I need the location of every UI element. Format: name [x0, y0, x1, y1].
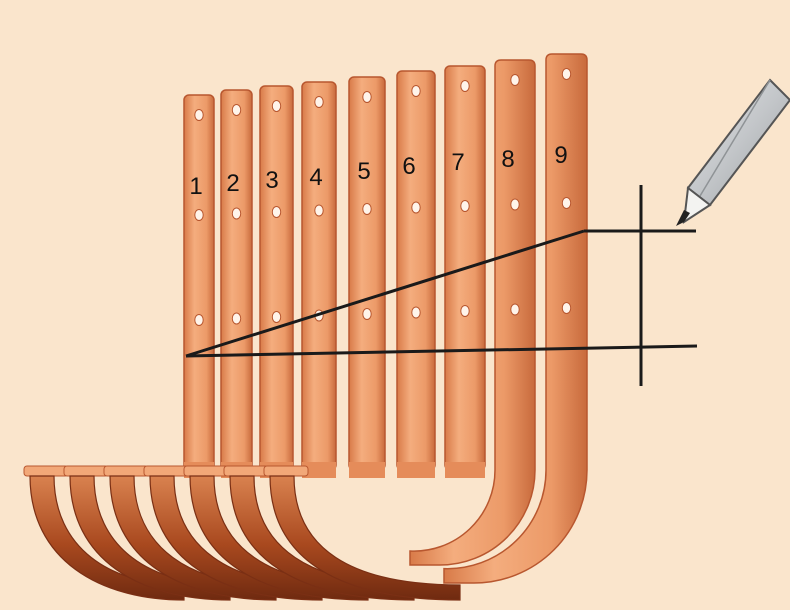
- curl-tab: [143, 465, 189, 477]
- mounting-hole: [194, 109, 204, 121]
- mounting-hole: [561, 302, 572, 314]
- mounting-hole: [362, 203, 372, 215]
- bracket-strip-2: [220, 89, 253, 471]
- mounting-hole: [561, 197, 572, 209]
- mounting-hole: [510, 74, 520, 86]
- mounting-hole: [231, 207, 242, 220]
- mounting-hole: [510, 198, 520, 211]
- bracket-strip-9: [443, 53, 588, 584]
- mounting-hole: [362, 308, 372, 320]
- slope-line: [185, 229, 585, 358]
- curl-tab: [103, 465, 149, 477]
- curl-joint: [445, 462, 485, 478]
- curl-tab: [63, 465, 109, 477]
- mounting-hole: [314, 204, 324, 217]
- marking-lines: [185, 185, 698, 386]
- mounting-hole: [460, 80, 470, 92]
- curl-joint: [302, 462, 336, 478]
- mounting-hole: [271, 100, 282, 112]
- bracket-number-2: 2: [226, 170, 239, 197]
- mounting-hole: [411, 85, 421, 97]
- mounting-hole: [362, 91, 372, 103]
- base-line: [185, 344, 698, 358]
- bracket-number-4: 4: [309, 164, 322, 191]
- mounting-hole: [194, 209, 204, 221]
- mounting-hole: [231, 104, 242, 116]
- curl-joint: [349, 462, 385, 478]
- mounting-hole: [271, 311, 282, 323]
- mounting-hole: [271, 206, 282, 218]
- curl-tab: [23, 465, 69, 477]
- bracket-number-8: 8: [501, 146, 514, 173]
- mounting-hole: [314, 96, 324, 108]
- mounting-hole: [510, 303, 520, 316]
- curl-joint: [397, 462, 435, 478]
- mounting-hole: [194, 314, 204, 326]
- curl-tab: [223, 465, 269, 477]
- mounting-hole: [460, 200, 470, 212]
- bracket-curls: [23, 462, 485, 601]
- bracket-strips: [183, 65, 486, 471]
- mounting-hole: [411, 306, 421, 319]
- mounting-hole: [411, 201, 421, 214]
- bracket-strip-6: [396, 70, 436, 471]
- bracket-number-6: 6: [402, 153, 415, 180]
- mounting-hole: [460, 305, 470, 317]
- mounting-hole: [231, 312, 242, 325]
- bracket-number-5: 5: [357, 158, 370, 185]
- bracket-strip-3: [259, 85, 294, 471]
- mounting-hole: [561, 68, 572, 80]
- bracket-strip-4: [301, 81, 337, 471]
- bracket-strip-5: [348, 76, 386, 471]
- curl-tab: [183, 465, 229, 477]
- curl-tab: [263, 465, 309, 477]
- bracket-strip-8: [409, 59, 536, 566]
- bracket-number-3: 3: [265, 167, 278, 194]
- pencil-icon: [676, 78, 790, 226]
- bracket-number-7: 7: [451, 149, 464, 176]
- bracket-curl-7: [269, 475, 461, 601]
- finished-brackets: [409, 53, 588, 584]
- bracket-number-9: 9: [554, 142, 567, 169]
- bracket-strip-1: [183, 94, 215, 471]
- bracket-number-1: 1: [189, 173, 202, 200]
